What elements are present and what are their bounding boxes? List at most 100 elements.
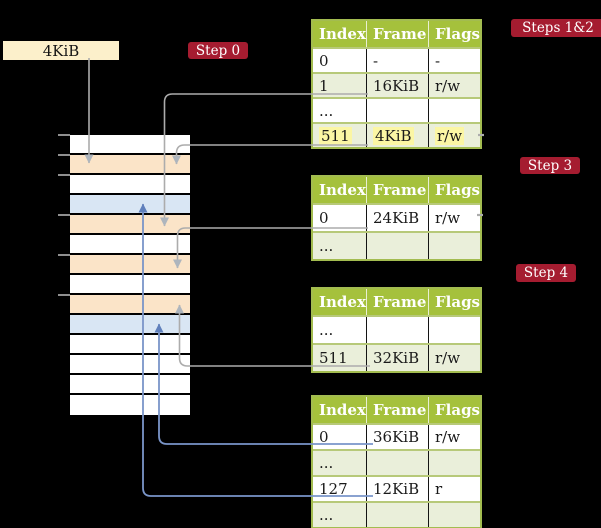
memory-frame-32kib — [70, 295, 190, 315]
cell-frame: 12KiB — [367, 477, 429, 501]
cell-frame: 36KiB — [367, 425, 429, 449]
memory-frame-44kib — [70, 355, 190, 375]
cell-flags — [429, 503, 480, 527]
col-header-index: Index — [313, 289, 367, 315]
cell-index: 1 — [313, 74, 367, 97]
cell-frame: 24KiB — [367, 205, 429, 231]
badge-step-4-label: Step 4 — [523, 265, 569, 281]
col-header-index: Index — [313, 21, 367, 47]
col-header-flags: Flags — [435, 293, 480, 311]
cell-index: ... — [313, 503, 367, 527]
cell-index: 0 — [313, 49, 367, 72]
col-header-index: Index — [313, 397, 367, 423]
table-row: ... — [313, 233, 480, 259]
memory-boundary-tick — [58, 214, 70, 216]
cell-index: 511 — [313, 345, 367, 371]
cell-index: ... — [313, 317, 367, 343]
table-2-header-row: Index Frame Flags — [313, 177, 480, 203]
memory-frame-52kib — [70, 395, 190, 415]
memory-frame-24kib — [70, 255, 190, 275]
memory-boundary-tick — [58, 154, 70, 156]
cell-frame — [367, 233, 429, 259]
page-table-2: Index Frame Flags 0 24KiB r/w ... — [311, 175, 482, 261]
cell-index: 127 — [313, 477, 367, 501]
cell-index: ... — [313, 233, 367, 259]
physical-memory-column — [70, 135, 190, 415]
cell-frame — [367, 317, 429, 343]
memory-frame-48kib — [70, 375, 190, 395]
memory-frame-8kib — [70, 175, 190, 195]
cell-frame: - — [367, 49, 429, 72]
cell-index: 511 — [313, 124, 367, 147]
cell-flags: r/w — [429, 124, 480, 147]
memory-boundary-tick — [58, 134, 70, 136]
table-row: 511 32KiB r/w — [313, 345, 480, 371]
memory-boundary-tick — [58, 174, 70, 176]
table-row-highlighted: 511 4KiB r/w — [313, 124, 480, 147]
cell-flags: r — [429, 477, 480, 501]
table-row: ... — [313, 503, 480, 527]
memory-boundary-tick — [58, 254, 70, 256]
cell-flags — [429, 233, 480, 259]
memory-frame-36kib — [70, 315, 190, 335]
cell-flags: - — [429, 49, 480, 72]
badge-steps-1-2: Steps 1&2 — [511, 19, 601, 37]
memory-frame-4kib — [70, 155, 190, 175]
cell-index: 0 — [313, 425, 367, 449]
col-header-flags: Flags — [435, 181, 480, 199]
badge-step-0-label: Step 0 — [195, 42, 241, 59]
badge-steps-1-2-label: Steps 1&2 — [522, 20, 594, 36]
col-header-frame: Frame — [367, 397, 429, 423]
cell-index: ... — [313, 451, 367, 475]
table-row: ... — [313, 317, 480, 343]
page-table-4: Index Frame Flags 0 36KiB r/w ... 127 12… — [311, 395, 482, 528]
table-row: 0 36KiB r/w — [313, 425, 480, 449]
table-1-header-row: Index Frame Flags — [313, 21, 480, 47]
col-header-flags: Flags — [435, 401, 480, 419]
memory-frame-20kib — [70, 235, 190, 255]
page-table-3: Index Frame Flags ... 511 32KiB r/w — [311, 287, 482, 373]
highlighted-value: 4KiB — [373, 126, 414, 145]
table-row: ... — [313, 99, 480, 122]
col-header-index: Index — [313, 177, 367, 203]
memory-frame-12kib — [70, 195, 190, 215]
cell-flags — [429, 99, 480, 122]
col-header-frame: Frame — [367, 289, 429, 315]
cell-frame: 32KiB — [367, 345, 429, 371]
cell-flags: r/w — [429, 425, 480, 449]
cell-flags — [429, 451, 480, 475]
frame-size-legend-box: 4KiB — [3, 41, 119, 60]
badge-step-0: Step 0 — [188, 42, 248, 59]
col-header-frame: Frame — [367, 177, 429, 203]
cell-frame: 4KiB — [367, 124, 429, 147]
table-row: 127 12KiB r — [313, 477, 480, 501]
cell-flags: r/w — [429, 345, 480, 371]
table-row: 1 16KiB r/w — [313, 74, 480, 97]
badge-step-4: Step 4 — [516, 264, 576, 282]
table-3-header-row: Index Frame Flags — [313, 289, 480, 315]
highlighted-value: r/w — [435, 126, 465, 145]
page-table-1: Index Frame Flags 0 - - 1 16KiB r/w ... … — [311, 19, 482, 149]
cell-index: 0 — [313, 205, 367, 231]
cell-frame — [367, 503, 429, 527]
memory-frame-0kib — [70, 135, 190, 155]
memory-boundary-tick — [58, 294, 70, 296]
cell-frame: 16KiB — [367, 74, 429, 97]
cell-flags: r/w — [429, 205, 480, 231]
cell-frame — [367, 451, 429, 475]
cell-frame — [367, 99, 429, 122]
highlighted-value: 511 — [319, 126, 352, 145]
table-row: 0 24KiB r/w — [313, 205, 480, 231]
table-4-header-row: Index Frame Flags — [313, 397, 480, 423]
col-header-frame: Frame — [367, 21, 429, 47]
memory-frame-40kib — [70, 335, 190, 355]
memory-frame-16kib — [70, 215, 190, 235]
badge-step-3: Step 3 — [520, 157, 580, 174]
table-row: ... — [313, 451, 480, 475]
cell-flags — [429, 317, 480, 343]
memory-frame-28kib — [70, 275, 190, 295]
col-header-flags: Flags — [435, 25, 480, 43]
badge-step-3-label: Step 3 — [527, 157, 573, 174]
cell-index: ... — [313, 99, 367, 122]
